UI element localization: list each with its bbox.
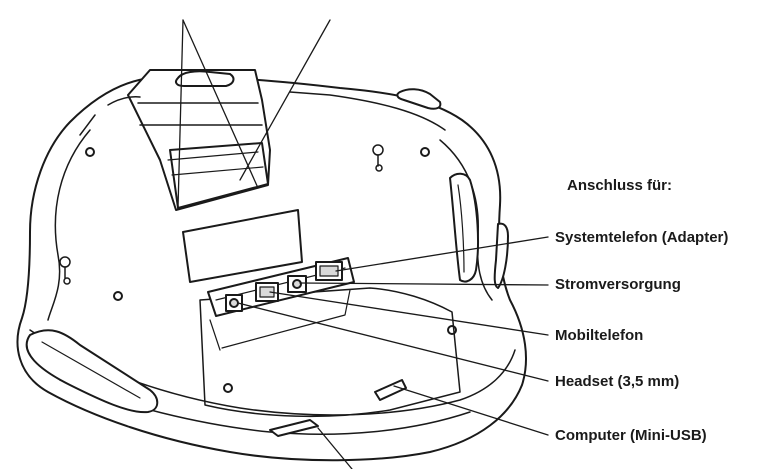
leader-bottom — [317, 427, 353, 469]
port-power — [287, 275, 307, 293]
screw-hole-2 — [420, 147, 430, 157]
foot-left-inner — [41, 341, 141, 399]
port-system-phone — [315, 261, 343, 281]
leader-system-phone — [335, 236, 549, 272]
keyhole-mount-right — [372, 144, 384, 172]
foot-far-right — [493, 222, 509, 289]
rear-pad-top — [175, 70, 235, 87]
leader-top-left-b — [182, 19, 259, 189]
port-mobile — [255, 282, 279, 302]
stand-hinge — [137, 102, 263, 126]
headset-label: Headset (3,5 mm) — [555, 373, 680, 390]
foot-right-inner — [457, 184, 465, 273]
heading-label: Anschluss für: — [567, 177, 673, 194]
front-side-button — [374, 379, 407, 401]
screw-hole-3 — [113, 291, 123, 301]
system-phone-label: Systemtelefon (Adapter) — [555, 229, 729, 246]
device-inner-rim — [47, 129, 91, 321]
leader-top-left-a — [177, 19, 184, 209]
leader-top-right — [239, 19, 331, 181]
mini-usb-port — [269, 419, 319, 437]
rear-ridge-right — [289, 91, 446, 131]
label-plate — [182, 209, 303, 283]
computer-label: Computer (Mini-USB) — [555, 427, 707, 444]
leader-power — [299, 282, 549, 286]
mobile-label: Mobiltelefon — [555, 327, 644, 344]
screw-hole-4 — [223, 383, 233, 393]
keyhole-mount-left — [59, 256, 71, 285]
device-body-outline — [16, 75, 527, 462]
power-label: Stromversorgung — [555, 276, 681, 293]
leader-computer — [393, 385, 549, 436]
rear-pad-top-right — [396, 88, 442, 110]
screw-hole-1 — [85, 147, 95, 157]
foot-right — [449, 172, 479, 283]
leader-headset — [237, 302, 549, 382]
rear-ridge-left — [79, 96, 141, 136]
stand-plate — [169, 142, 269, 209]
leader-mobile — [269, 291, 549, 336]
front-panel — [199, 287, 461, 418]
screw-hole-5 — [447, 325, 457, 335]
